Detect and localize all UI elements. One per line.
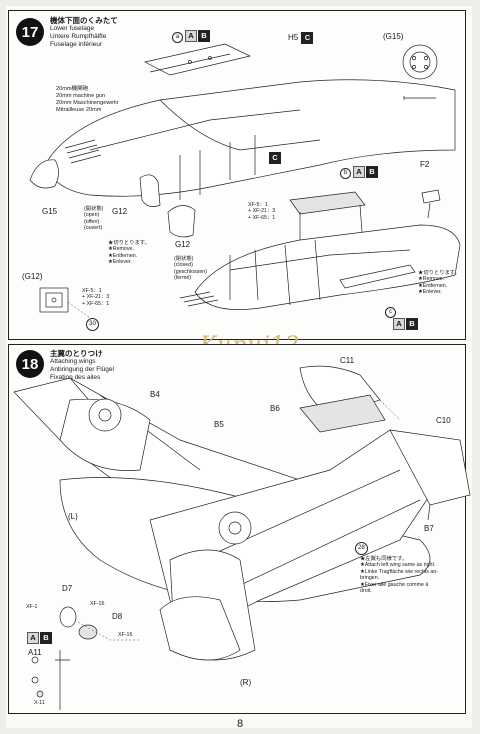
label-g12-open: G12 — [112, 207, 128, 216]
title-jp-18: 主翼のとりつけ — [50, 349, 103, 358]
label-d8: D8 — [112, 612, 123, 621]
hatch-g12-closed — [167, 205, 196, 238]
part-f2 — [421, 189, 441, 204]
title-en-18: Attaching wings — [50, 358, 96, 365]
upper-fuselage-shape — [44, 79, 456, 197]
open-state-label: (開状態) (open) (offen) (ouvert) — [84, 206, 104, 232]
title-fr-18: Fixation des ailes — [50, 374, 101, 381]
title-en: Lower fuselage — [50, 25, 95, 32]
closed-state-label: (閉状態) (closed) (geschlossen) (fermé) — [174, 256, 207, 282]
label-c-marker: C — [268, 152, 281, 164]
prop-d7 — [59, 606, 77, 628]
label-g15: G15 — [42, 207, 58, 216]
step-17-title: 機体下面のくみたて Lower fuselage Untere Rumpfhäl… — [50, 17, 118, 49]
step-17-badge: 17 — [16, 18, 44, 46]
page-number: 8 — [236, 718, 244, 730]
label-left: (L) — [68, 512, 78, 521]
label-right: (R) — [240, 678, 252, 687]
label-d7: D7 — [62, 584, 73, 593]
label-c10: C10 — [436, 416, 451, 425]
label-b5: B5 — [214, 420, 224, 429]
g15-inset-disc — [402, 44, 438, 80]
spinner-d8 — [78, 624, 98, 640]
left-wheel — [88, 398, 122, 432]
paint-xf16a: XF-16 — [90, 601, 105, 607]
right-wheel — [218, 511, 252, 545]
aileron-c10 — [389, 429, 471, 506]
title-jp: 機体下面のくみたて — [50, 16, 118, 25]
panel-b6 — [299, 394, 386, 433]
remove-note-right: ★切りとります。 ★Remove. ★Entfernen. ★Enlever. — [418, 270, 460, 296]
label-b7: B7 — [424, 524, 434, 533]
label-a11: A11 — [28, 648, 42, 657]
lower-fuselage-shape — [194, 224, 461, 310]
label-b4: B4 — [150, 390, 160, 399]
paint-xf1: XF-1 — [26, 604, 38, 610]
label-g12-closed: G12 — [175, 240, 191, 249]
step-18-title: 主翼のとりつけ Attaching wings Anbringung der F… — [50, 350, 114, 382]
title-de-18: Anbringung der Flügel — [50, 366, 114, 373]
label-g12-inset: (G12) — [22, 272, 43, 281]
step-18-badge: 18 — [16, 350, 44, 378]
bomb-door-b — [289, 191, 366, 215]
label-g15-inset: (G15) — [383, 32, 404, 41]
gun-label: 20mm機関砲 20mm machine gun 20mm Maschineng… — [56, 86, 119, 113]
hatch-g12-open — [139, 174, 161, 207]
door-c — [339, 264, 416, 289]
ref-30: 30 — [86, 318, 100, 331]
paint-xf16b: XF-16 — [118, 632, 133, 638]
paint-mix-inset: XF-5：1 + XF-21：3 + XF-65：1 — [82, 288, 110, 307]
label-c11: C11 — [340, 356, 355, 365]
label-f2: F2 — [420, 160, 430, 169]
title-de: Untere Rumpfhälfte — [50, 33, 107, 40]
nose-step18 — [159, 596, 241, 661]
label-b6: B6 — [270, 404, 280, 413]
g12-inset-hatch — [39, 287, 69, 313]
paint-mix-step17: XF-5：1 + XF-21：3 + XF-65：1 — [248, 202, 276, 221]
label-h5: H5 C — [288, 32, 314, 44]
title-fr: Fuselage inférieur — [50, 41, 103, 48]
label-c-badge-step17: c — [385, 306, 397, 318]
nose-cone-g15 — [29, 159, 59, 189]
paint-x11: X-11 — [34, 700, 45, 706]
remove-note-left: ★切りとります。 ★Remove. ★Entfernen. ★Enlever. — [108, 240, 150, 266]
ref-28: 28 — [355, 542, 369, 555]
left-wing-note: ★左翼も同様です。 ★Attach left wing same as righ… — [360, 556, 439, 595]
